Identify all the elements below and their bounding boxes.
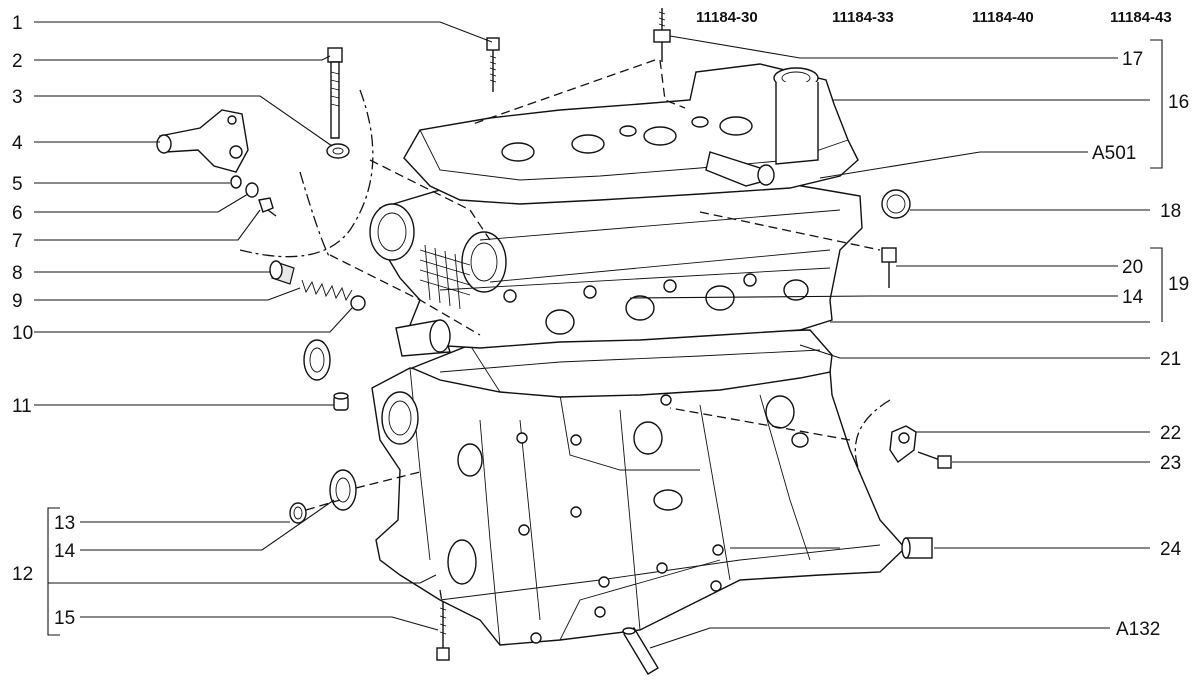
- header-code-3: 11184-40: [972, 9, 1034, 26]
- part-11-dowel: [333, 392, 349, 411]
- dashed-tensioner: [329, 254, 481, 336]
- dashed-15: [439, 589, 443, 603]
- callout-23: 23: [1160, 453, 1181, 474]
- callout-3: 3: [12, 87, 23, 108]
- callout-15: 15: [54, 608, 75, 629]
- callout-a501: A501: [1092, 143, 1136, 164]
- part-24-bushing: [901, 537, 933, 559]
- part-6-washer: [245, 182, 259, 198]
- valve-cover: [403, 63, 859, 205]
- callout-7: 7: [12, 231, 23, 252]
- callout-13: 13: [54, 513, 75, 534]
- cylinder-head: [369, 183, 863, 357]
- callout-12: 12: [12, 564, 33, 585]
- callout-19: 19: [1168, 274, 1189, 295]
- callout-14-right: 14: [1122, 287, 1144, 308]
- part-13-seal: [289, 502, 307, 524]
- callout-21: 21: [1160, 349, 1181, 370]
- part-3-hole: [332, 147, 344, 155]
- callout-20: 20: [1122, 257, 1143, 278]
- callout-18: 18: [1160, 201, 1181, 222]
- header-code-2: 11184-33: [832, 9, 894, 26]
- part-14-oil-seal-upper: [303, 339, 331, 381]
- dashed-arc-22: [854, 399, 891, 479]
- callout-5: 5: [12, 174, 23, 195]
- callout-8: 8: [12, 263, 23, 284]
- header-code-1: 11184-30: [696, 9, 758, 26]
- callout-17: 17: [1122, 49, 1143, 70]
- callout-10: 10: [12, 323, 33, 344]
- callout-24: 24: [1160, 539, 1182, 560]
- cylinder-block: [371, 364, 906, 646]
- part-22-sensor: [889, 425, 917, 464]
- part-18-plug: [881, 189, 911, 219]
- callout-a132: A132: [1116, 619, 1160, 640]
- part-8-tensioner: [269, 260, 295, 285]
- part-15-bolt: [436, 602, 450, 661]
- part-20-bolt: [881, 247, 897, 288]
- part-23-bolt: [917, 451, 952, 469]
- dashed-17b: [469, 59, 656, 126]
- dashed-arc-b: [299, 171, 331, 259]
- callout-22: 22: [1160, 423, 1181, 444]
- part-9-spring: [301, 279, 353, 302]
- part-7-bolt: [258, 197, 277, 217]
- dashed-20: [699, 211, 881, 251]
- callout-2: 2: [12, 51, 23, 72]
- dashed-seal-b: [305, 499, 341, 511]
- part-2-stud: [327, 47, 343, 139]
- callout-4: 4: [12, 133, 23, 154]
- callout-11: 11: [12, 396, 32, 417]
- callout-6: 6: [12, 203, 23, 224]
- dashed-seal: [355, 471, 421, 489]
- header-code-4: 11184-43: [1110, 9, 1172, 26]
- dashed-arc-a: [239, 89, 374, 258]
- leaders-left: [34, 21, 493, 636]
- callout-16: 16: [1168, 92, 1189, 113]
- callout-9: 9: [12, 291, 23, 312]
- leaders-right: [629, 35, 1163, 649]
- callout-14-left: 14: [54, 541, 76, 562]
- part-17-stud: [653, 8, 671, 62]
- part-10-ball: [350, 295, 366, 311]
- dashed-22: [669, 407, 851, 441]
- part-3-washer: [326, 143, 350, 159]
- part-a132-pin: [622, 627, 659, 675]
- part-5-ring: [230, 175, 242, 189]
- part-14-oil-seal: [329, 469, 357, 511]
- part-1-bolt: [486, 37, 500, 92]
- callout-1: 1: [12, 13, 23, 34]
- part-4-bracket: [156, 109, 249, 173]
